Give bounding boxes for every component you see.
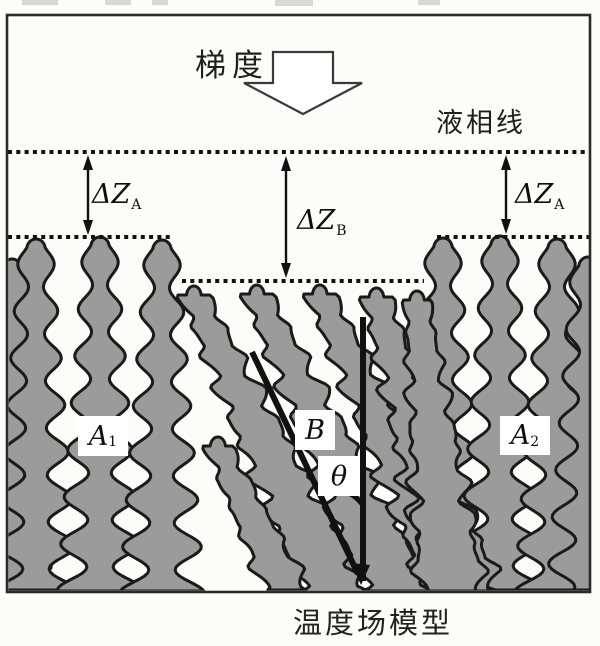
region-a2-sub: 2 (530, 433, 540, 450)
growth-arrowhead-icon (351, 563, 370, 585)
dendrite-column (201, 435, 308, 591)
region-a1-main: A (88, 420, 109, 452)
delta-z-a-right-main: ΔZ (515, 179, 554, 210)
region-a1-sub: 1 (108, 434, 118, 450)
figure-caption: 温度场模型 (293, 608, 454, 640)
delta-z-a-right-arrow (501, 155, 511, 234)
delta-z-b-sub: B (336, 223, 347, 240)
delta-z-b-main: ΔZ (297, 205, 336, 236)
dendrite-column (8, 237, 80, 591)
delta-z-a-left-arrow (83, 155, 93, 235)
tilted-growth-line (249, 350, 361, 576)
delta-z-b-label: ΔZB (297, 205, 347, 239)
liquidus-label: 液相线 (436, 108, 526, 138)
dendrite-column (400, 289, 490, 591)
delta-z-arrows (83, 155, 511, 278)
dendrite-field (8, 234, 590, 591)
region-b-main: B (305, 414, 325, 446)
region-a2-main: A (510, 420, 531, 451)
delta-z-a-right-sub: A (554, 197, 565, 214)
delta-z-b-center-arrow (281, 156, 291, 278)
top-edge-smudges (22, 0, 440, 6)
gradient-label: 梯度 (195, 48, 269, 83)
angle-label-theta: θ (318, 456, 360, 496)
dendrite-column (55, 235, 145, 591)
dendrite-column (547, 255, 590, 591)
theta-main: θ (330, 460, 348, 492)
delta-z-a-left-main: ΔZ (92, 179, 131, 210)
gradient-down-arrow-icon (243, 50, 363, 116)
dendrite-column (118, 238, 206, 591)
delta-z-a-left-label: ΔZA (92, 179, 141, 213)
delta-z-a-right-label: ΔZA (515, 179, 564, 213)
delta-z-a-left-sub: A (131, 197, 142, 214)
region-label-b: B (295, 410, 335, 450)
dotted-isotherm-lines (8, 150, 590, 283)
figure-frame (5, 13, 592, 594)
